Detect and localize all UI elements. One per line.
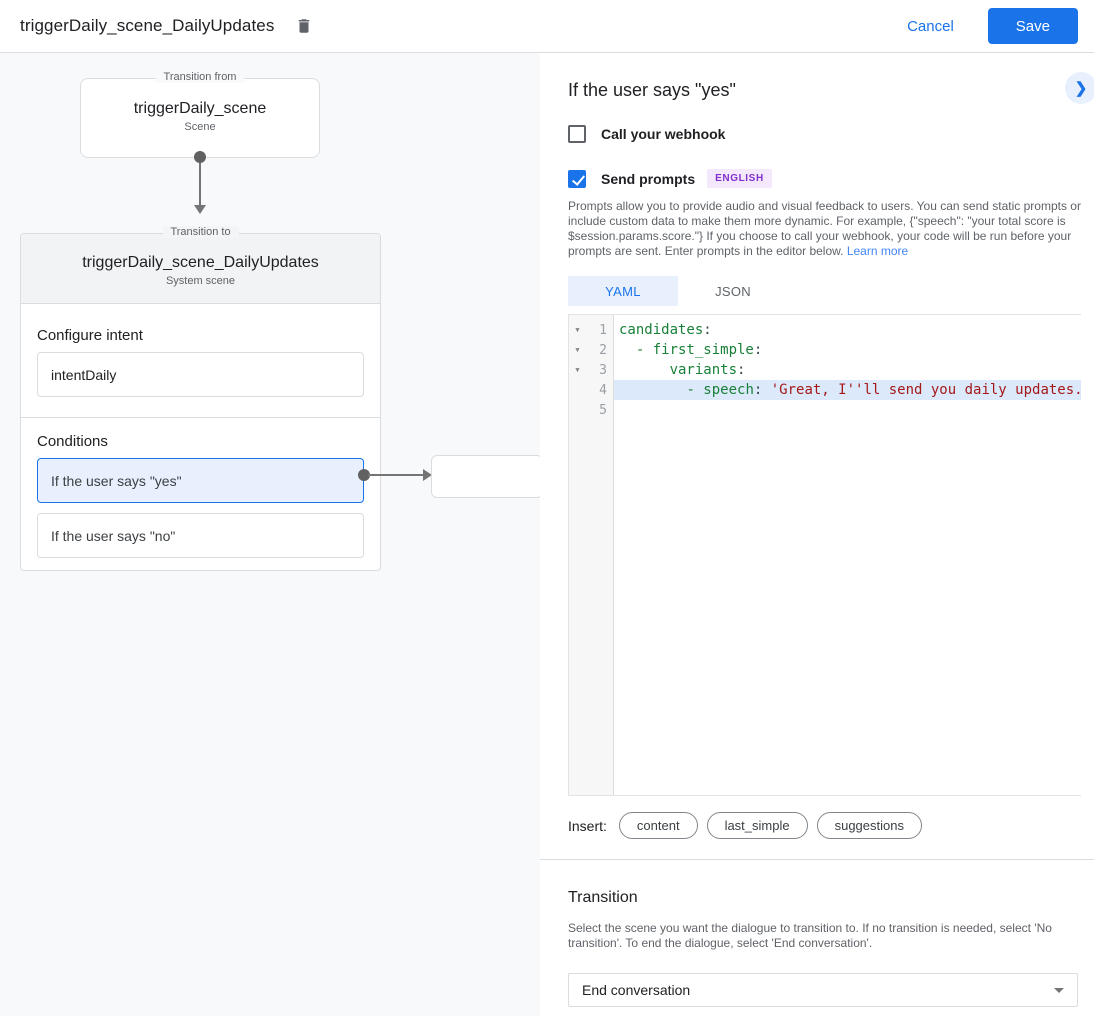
insert-chip-content[interactable]: content xyxy=(618,812,698,839)
page-title: triggerDaily_scene_DailyUpdates xyxy=(20,16,275,35)
learn-more-link[interactable]: Learn more xyxy=(846,244,909,258)
editor-lines[interactable]: candidates: - first_simple: variants: - … xyxy=(614,315,1081,795)
conditions-label: Conditions xyxy=(37,433,108,450)
line-number: 5 xyxy=(599,402,607,418)
line-number: 2 xyxy=(599,342,607,358)
to-scene-name: triggerDaily_scene_DailyUpdates xyxy=(82,254,319,271)
prompts-description-text: Prompts allow you to provide audio and v… xyxy=(568,199,1081,258)
code-line[interactable]: - first_simple: xyxy=(635,342,763,358)
prompt-code-editor[interactable]: ▼ 1 ▼ 2 ▼ 3 4 5 candidates: - first_simple: var… xyxy=(568,314,1081,796)
language-badge: ENGLISH xyxy=(707,169,772,188)
code-line[interactable]: - speech: 'Great, I''ll send you daily u… xyxy=(614,380,1081,400)
transition-select[interactable]: End conversation xyxy=(568,973,1078,1007)
arrow-down-icon xyxy=(194,205,206,214)
tab-json[interactable]: JSON xyxy=(715,283,751,299)
scene-diagram: Transition from triggerDaily_scene Scene… xyxy=(0,53,540,1016)
editor-format-tabs: YAML JSON xyxy=(568,276,1079,306)
cancel-button[interactable]: Cancel xyxy=(907,17,954,35)
transition-to-legend: Transition to xyxy=(162,226,239,238)
editor-gutter: ▼ 1 ▼ 2 ▼ 3 4 5 xyxy=(569,315,614,795)
panel-title: If the user says "yes" xyxy=(568,80,736,100)
configure-intent-label: Configure intent xyxy=(37,327,143,344)
insert-row: Insert: content last_simple suggestions xyxy=(568,812,1079,839)
chevron-right-icon: ❯ xyxy=(1074,80,1088,97)
collapse-panel-button[interactable]: ❯ xyxy=(1065,72,1094,104)
line-number: 3 xyxy=(599,362,607,378)
send-prompts-row: Send prompts ENGLISH xyxy=(568,169,1079,188)
connector-dot-right xyxy=(358,469,370,481)
call-webhook-label: Call your webhook xyxy=(601,126,726,142)
transition-target-node[interactable] xyxy=(431,455,540,498)
insert-chip-suggestions[interactable]: suggestions xyxy=(816,812,922,839)
transition-select-value: End conversation xyxy=(582,982,691,998)
transition-from-legend: Transition from xyxy=(155,71,245,83)
code-line[interactable]: candidates: xyxy=(619,322,712,338)
line-number: 1 xyxy=(599,322,607,338)
save-button[interactable]: Save xyxy=(987,8,1078,44)
fold-arrow-icon[interactable]: ▼ xyxy=(575,346,580,354)
connector-line-horizontal xyxy=(368,474,424,476)
fold-arrow-icon[interactable]: ▼ xyxy=(575,366,580,374)
section-divider xyxy=(540,859,1094,860)
trash-icon xyxy=(295,16,313,36)
to-scene-type: System scene xyxy=(165,275,236,287)
from-scene-name: triggerDaily_scene xyxy=(133,100,267,117)
line-number: 4 xyxy=(599,382,607,398)
connector-dot-top xyxy=(194,151,206,163)
send-prompts-label: Send prompts xyxy=(601,170,696,187)
delete-scene-button[interactable] xyxy=(292,14,316,38)
condition-item-yes[interactable]: If the user says "yes" xyxy=(37,458,364,503)
transition-description: Select the scene you want the dialogue t… xyxy=(568,921,1052,950)
code-line[interactable]: variants: xyxy=(669,362,746,378)
node-divider xyxy=(21,417,380,418)
fold-arrow-icon[interactable]: ▼ xyxy=(575,326,580,334)
prompts-description: Prompts allow you to provide audio and v… xyxy=(568,199,1084,259)
webhook-row: Call your webhook xyxy=(568,125,1079,143)
condition-editor-panel: ❯ If the user says "yes" Call your webho… xyxy=(540,53,1094,1016)
from-scene-type: Scene xyxy=(184,121,216,133)
intent-field[interactable]: intentDaily xyxy=(37,352,364,397)
to-scene-header: triggerDaily_scene_DailyUpdates System s… xyxy=(21,234,380,304)
topbar-actions: Cancel Save xyxy=(907,8,1078,44)
transition-section-title: Transition xyxy=(568,889,638,906)
topbar: triggerDaily_scene_DailyUpdates Cancel S… xyxy=(0,0,1094,53)
send-prompts-checkbox[interactable] xyxy=(568,169,586,188)
transition-to-node: Transition to triggerDaily_scene_DailyUp… xyxy=(20,226,381,571)
tab-yaml[interactable]: YAML xyxy=(568,276,678,306)
condition-item-no[interactable]: If the user says "no" xyxy=(37,513,364,558)
dropdown-caret-icon xyxy=(1054,987,1064,993)
insert-chip-last-simple[interactable]: last_simple xyxy=(706,812,808,839)
arrow-right-icon xyxy=(423,469,432,481)
connector-line-vertical xyxy=(199,163,201,205)
transition-from-node[interactable]: Transition from triggerDaily_scene Scene xyxy=(80,71,320,158)
call-webhook-checkbox[interactable] xyxy=(568,125,586,143)
code-line[interactable] xyxy=(614,400,1081,420)
insert-label: Insert: xyxy=(568,817,607,834)
